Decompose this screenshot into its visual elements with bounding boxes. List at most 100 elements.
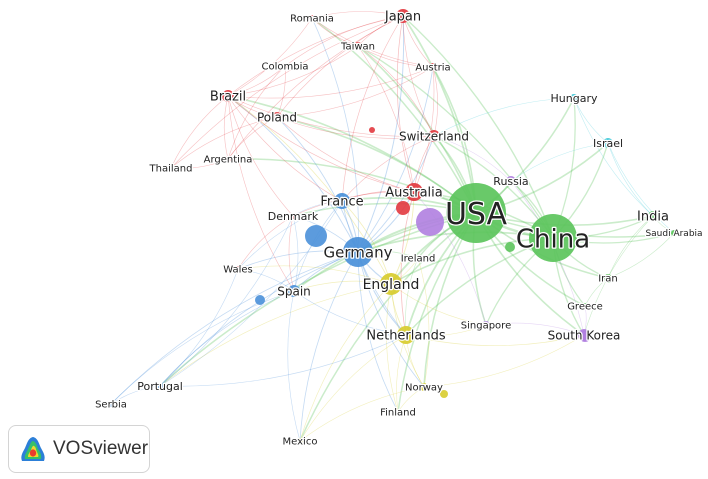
unlabeled-node-7[interactable] — [369, 127, 375, 133]
node-netherlands[interactable] — [397, 326, 415, 344]
node-germany[interactable] — [343, 237, 373, 267]
link-spain-denmark — [292, 215, 299, 292]
node-usa[interactable] — [446, 183, 506, 243]
node-portugal[interactable] — [157, 383, 163, 389]
label-mexico: Mexico — [283, 437, 318, 448]
label-switzerland: Switzerland — [399, 129, 469, 143]
link-australia-taiwan — [357, 45, 415, 193]
label-japan: Japan — [384, 10, 421, 25]
label-usa: USA — [445, 197, 508, 232]
node-england[interactable] — [380, 273, 402, 295]
link-england-mexico — [299, 283, 392, 442]
node-singapore[interactable] — [482, 321, 490, 329]
link-japan-switzerland — [402, 15, 435, 137]
node-saudi-arabia[interactable] — [671, 230, 677, 236]
node-austria[interactable] — [429, 63, 437, 71]
node-finland[interactable] — [395, 409, 401, 415]
node-norway[interactable] — [420, 383, 428, 391]
node-australia[interactable] — [405, 183, 423, 201]
link-england-wales — [237, 265, 392, 285]
node-ireland[interactable] — [415, 255, 421, 261]
link-brazil-switzerland — [227, 95, 435, 137]
node-mexico[interactable] — [297, 438, 303, 444]
link-france-netherlands — [341, 200, 407, 336]
node-japan[interactable] — [396, 9, 410, 23]
node-spain[interactable] — [288, 285, 300, 297]
node-israel[interactable] — [603, 138, 613, 148]
link-brazil-spain — [227, 95, 295, 292]
link-taiwan-austria — [357, 45, 434, 68]
node-thailand[interactable] — [168, 165, 174, 171]
link-japan-thailand — [170, 15, 404, 169]
unlabeled-node-3[interactable] — [305, 225, 327, 247]
link-china-japan — [402, 15, 554, 239]
link-england-brazil — [227, 95, 392, 285]
label-saudi-arabia: Saudi Arabia — [645, 229, 702, 239]
node-india[interactable] — [648, 211, 658, 221]
unlabeled-node-6[interactable] — [440, 390, 448, 398]
link-england-finland — [386, 283, 399, 413]
unlabeled-node-4[interactable] — [255, 295, 265, 305]
unlabeled-node-2[interactable] — [396, 201, 410, 215]
link-hungary-india — [573, 97, 654, 217]
unlabeled-node-1[interactable] — [416, 208, 444, 236]
link-denmark-wales — [237, 215, 294, 270]
link-usa-mexico — [299, 212, 477, 442]
link-england-singapore — [390, 283, 487, 326]
label-norway: Norway — [405, 383, 443, 394]
link-switzerland-austria — [432, 66, 438, 137]
node-taiwan[interactable] — [354, 42, 362, 50]
link-england-portugal — [159, 283, 392, 387]
node-greece[interactable] — [582, 303, 588, 309]
label-taiwan: Taiwan — [340, 42, 375, 53]
vosviewer-logo-badge: VOSviewer — [8, 425, 150, 473]
label-finland: Finland — [380, 408, 416, 419]
link-france-wales — [237, 200, 343, 270]
node-denmark[interactable] — [290, 213, 296, 219]
node-serbia[interactable] — [108, 401, 114, 407]
link-hungary-switzerland — [433, 97, 575, 137]
link-brazil-taiwan — [227, 45, 359, 97]
node-romania[interactable] — [309, 15, 315, 21]
link-india-south-korea — [583, 215, 654, 336]
link-netherlands-mexico — [299, 334, 407, 442]
node-hungary[interactable] — [570, 94, 578, 102]
node-iran[interactable] — [604, 274, 612, 282]
link-israel-russia — [510, 142, 609, 182]
vosviewer-logo-text: VOSviewer — [53, 438, 149, 459]
label-australia: Australia — [385, 186, 443, 201]
link-portugal-denmark — [159, 215, 294, 387]
link-spain-netherlands — [293, 290, 407, 336]
node-france[interactable] — [334, 193, 350, 209]
label-romania: Romania — [290, 14, 334, 25]
link-germany-switzerland — [357, 135, 435, 253]
link-poland-argentina — [227, 116, 278, 160]
link-switzerland-france — [341, 135, 435, 202]
link-spain-serbia — [110, 290, 295, 405]
label-poland: Poland — [257, 110, 297, 124]
node-wales[interactable] — [235, 266, 241, 272]
link-australia-austria — [413, 66, 435, 193]
link-poland-australia — [276, 116, 415, 193]
link-germany-norway — [357, 251, 425, 388]
label-hungary: Hungary — [551, 92, 598, 105]
node-colombia[interactable] — [282, 63, 288, 69]
label-serbia: Serbia — [95, 400, 127, 411]
link-germany-austria — [357, 66, 434, 253]
node-switzerland[interactable] — [428, 130, 440, 142]
link-japan-argentina — [227, 15, 404, 160]
unlabeled-node-5[interactable] — [505, 242, 515, 252]
link-romania-austria — [311, 17, 434, 68]
link-usa-brazil — [227, 95, 477, 214]
node-south-korea[interactable] — [578, 329, 590, 341]
node-brazil[interactable] — [222, 90, 234, 102]
label-thailand: Thailand — [149, 164, 193, 175]
link-usa-romania — [311, 17, 477, 214]
node-argentina[interactable] — [225, 156, 231, 162]
label-singapore: Singapore — [461, 321, 511, 332]
node-poland[interactable] — [272, 112, 282, 122]
label-iran: Iran — [598, 274, 618, 285]
node-china[interactable] — [529, 214, 577, 262]
node-russia[interactable] — [506, 176, 516, 186]
